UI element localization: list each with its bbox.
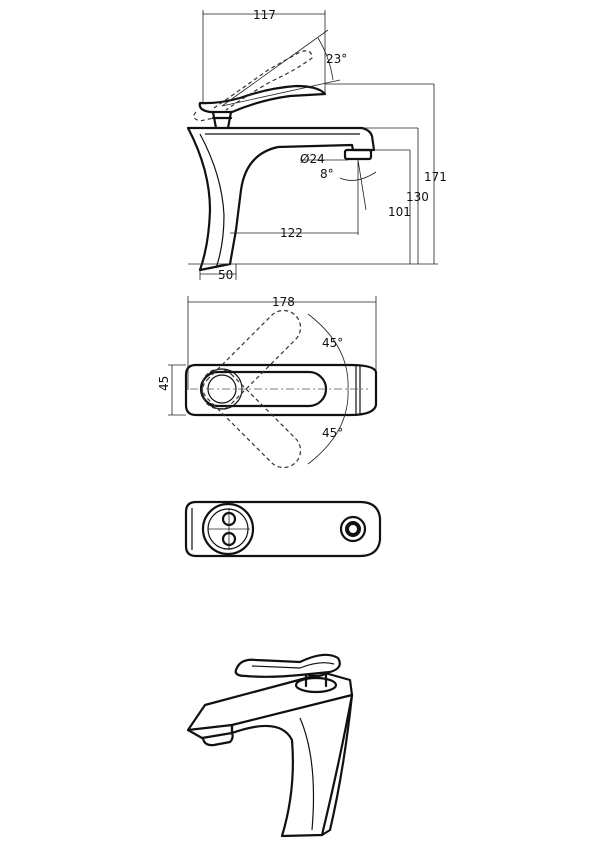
dim-body-height-line (362, 127, 419, 264)
top-spout-tip-lines (355, 366, 361, 414)
persp-handle-collar (294, 676, 338, 694)
dim-width-lines (168, 364, 186, 416)
spout-angle-label: 8° (320, 167, 334, 181)
rotation-arc-upper (307, 313, 349, 390)
dim-overall-length-lines (187, 296, 377, 390)
aerator-outer (339, 515, 367, 543)
top-handle-rotated-lower (201, 368, 302, 469)
dim-spout-height-label: 101 (388, 205, 411, 219)
bottom-body-outline (184, 500, 382, 558)
persp-aerator (201, 731, 234, 747)
dim-overall-height-label: 171 (424, 170, 447, 184)
rotation-lower-label: 45° (322, 426, 343, 440)
handle-angle-label: 23° (326, 52, 347, 66)
persp-handle-lever (234, 653, 341, 678)
dim-handle-reach-lines (202, 10, 326, 104)
perspective-view (186, 653, 354, 838)
inlet-crosshair (208, 508, 250, 550)
side-view: 23° 117 Ø24 8° 122 50 101 130 171 (186, 8, 447, 282)
top-view: 178 45° 45° 45 (157, 295, 378, 469)
persp-spout-top (186, 671, 354, 732)
dim-handle-reach-label: 117 (253, 8, 276, 22)
dim-spout-height-line (372, 149, 411, 264)
handle-lever (198, 84, 327, 114)
spout-angle-arc (339, 171, 377, 181)
inlet-ring (201, 502, 255, 556)
bottom-view (184, 500, 382, 558)
handle-stem (211, 110, 233, 130)
dim-body-height-label: 130 (406, 190, 429, 204)
persp-body-front (230, 693, 354, 838)
dim-overall-length-label: 178 (272, 295, 295, 309)
dim-base-width-label: 50 (218, 268, 233, 282)
spout-angle-lines (357, 159, 367, 235)
rotation-arc-lower (307, 388, 349, 465)
faucet-body-outline (186, 126, 376, 272)
rotation-upper-label: 45° (322, 336, 343, 350)
dim-aerator-label: Ø24 (300, 152, 325, 166)
handle-rotated-stub (193, 111, 215, 122)
handle-lever-rotated-dashed (213, 50, 313, 111)
dim-spout-reach-label: 122 (280, 226, 303, 240)
aerator (343, 148, 373, 161)
faucet-body-inner-line (199, 133, 225, 269)
persp-body-side (320, 693, 354, 837)
dim-overall-height-line (325, 83, 435, 264)
dim-base-width-lines (199, 264, 237, 280)
persp-body-inner (299, 717, 315, 831)
persp-handle-lever-edge (251, 662, 335, 669)
angle-line-upper (221, 29, 329, 107)
top-handle-rotated-upper (201, 309, 302, 410)
aerator-inner (345, 521, 361, 537)
top-body-outline (184, 363, 378, 417)
dim-width-label: 45 (157, 376, 171, 391)
handle-angle-arc (317, 37, 334, 81)
angle-line-lower (221, 79, 341, 107)
